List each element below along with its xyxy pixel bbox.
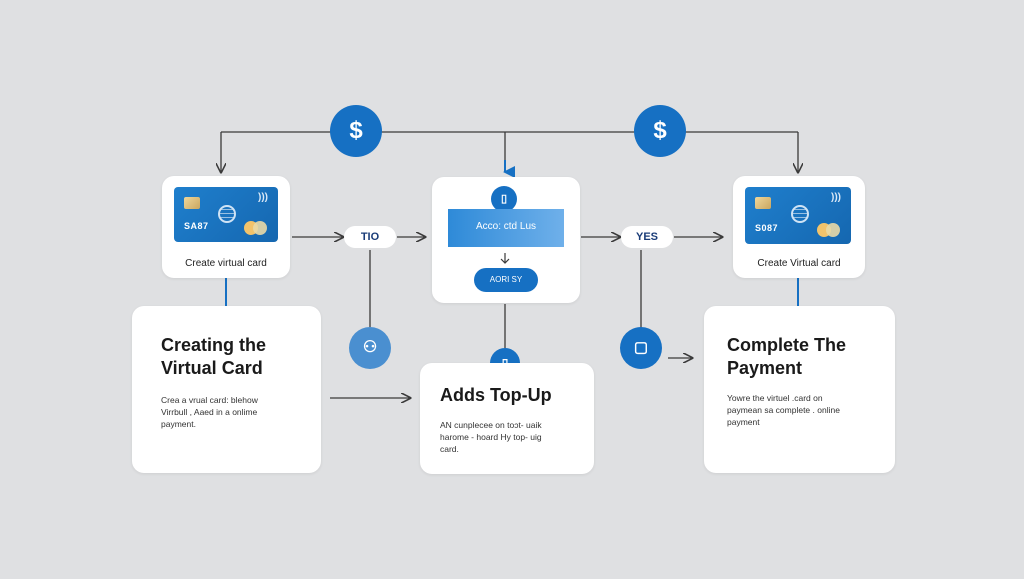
phone-icon: ▯ — [491, 186, 517, 212]
step-title: Adds Top-Up — [440, 385, 552, 405]
card-image: ))) S087 — [745, 187, 851, 244]
card-label: Create virtual card — [185, 258, 267, 269]
card-number: SA87 — [184, 221, 209, 231]
top-up-account-panel[interactable]: ▯ Acco: ctd Lus AORI SY — [432, 177, 580, 303]
globe-icon — [218, 205, 236, 223]
account-field[interactable]: Acco: ctd Lus — [448, 209, 564, 247]
virtual-card-box-right[interactable]: ))) S087 Create Virtual card — [733, 176, 865, 278]
step-title: Complete The Payment — [727, 335, 847, 378]
users-icon: ⚇ — [349, 327, 391, 369]
step-description: Yowre the virtuel .card on paymean sa co… — [727, 393, 840, 427]
card-image: ))) SA87 — [174, 187, 278, 242]
step-description: AN cunplecee on toɔt- uaik harome - hoar… — [440, 420, 542, 454]
top-up-button[interactable]: AORI SY — [474, 268, 538, 292]
step-complete-payment: Complete The Payment Yowre the virtuel .… — [704, 306, 895, 473]
chip-icon — [184, 197, 200, 209]
virtual-card-box-left[interactable]: ))) SA87 Create virtual card — [162, 176, 290, 278]
chip-icon — [755, 197, 771, 209]
payment-device-icon: ▢ — [620, 327, 662, 369]
card-number: S087 — [755, 223, 779, 233]
decision-yes-pill: YES — [621, 226, 673, 248]
chevron-down-icon — [500, 253, 510, 264]
card-label: Create Virtual card — [757, 258, 841, 269]
step-description: Crea a vrual card: blehow Virrbull , Aae… — [161, 395, 258, 429]
contactless-icon: ))) — [831, 192, 841, 203]
step-creating-virtual-card: Creating the Virtual Card Crea a vrual c… — [132, 306, 321, 473]
step-title: Creating the Virtual Card — [161, 335, 267, 378]
dollar-icon: $ — [634, 105, 686, 157]
step-adds-top-up: Adds Top-Up AN cunplecee on toɔt- uaik h… — [420, 363, 594, 474]
decision-no-pill: TIO — [344, 226, 396, 248]
contactless-icon: ))) — [258, 192, 268, 203]
dollar-icon: $ — [330, 105, 382, 157]
globe-icon — [791, 205, 809, 223]
